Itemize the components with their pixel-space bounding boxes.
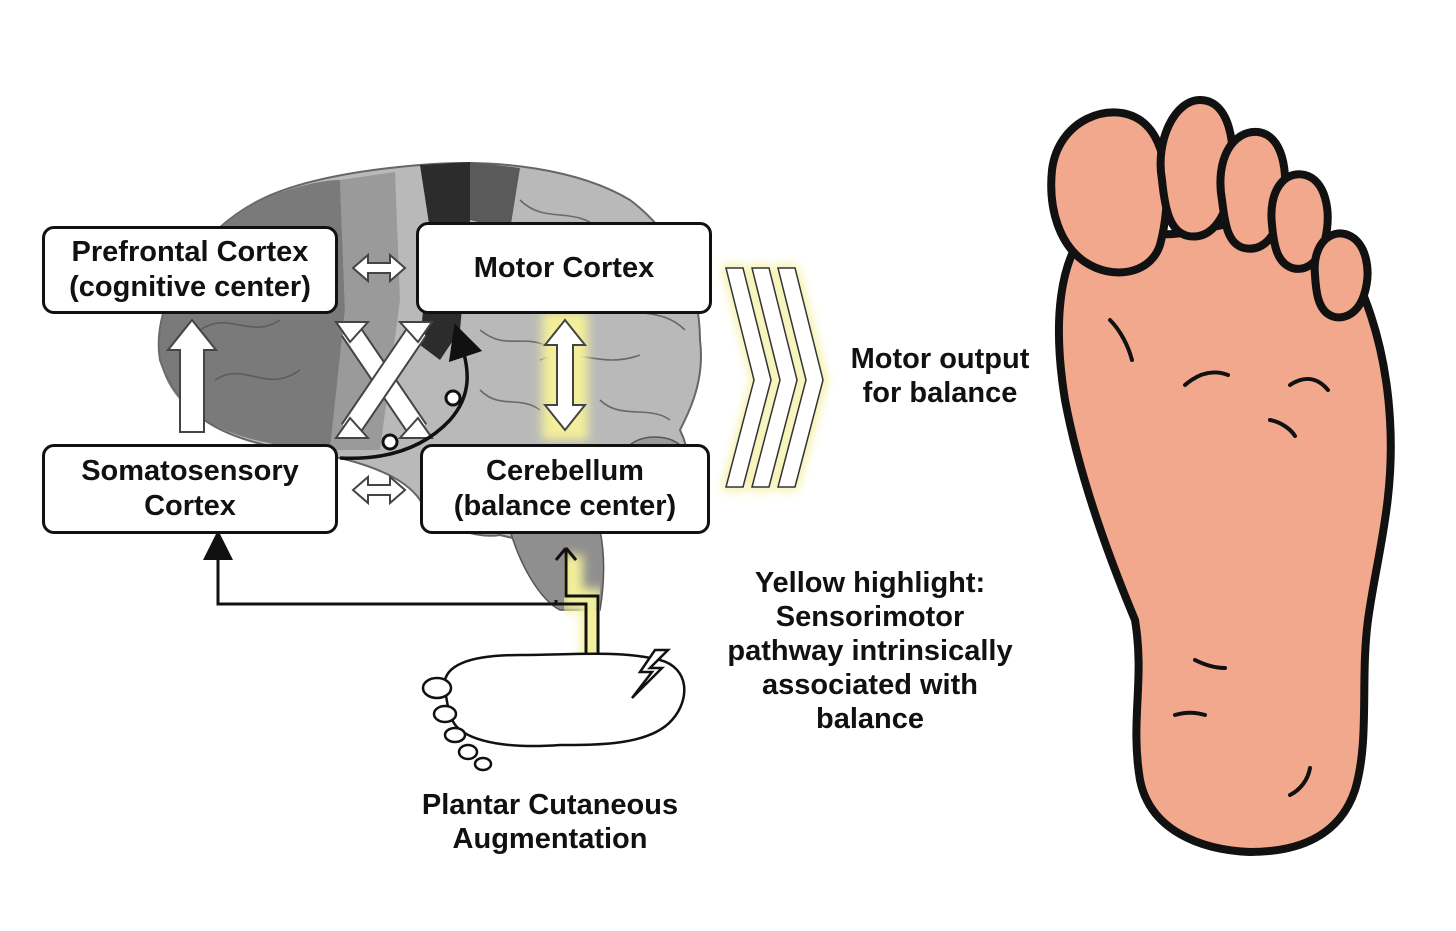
cerebellum-box: Cerebellum (balance center) <box>420 444 710 534</box>
foot-to-somatosensory-path <box>203 530 556 606</box>
cross-arrows <box>334 321 434 439</box>
cerebellum-label: Cerebellum <box>486 455 644 487</box>
caption-line-5: balance <box>816 703 924 735</box>
motor-output-line-1: Motor output <box>850 343 1030 375</box>
somato-to-prefrontal-arrow <box>165 318 219 433</box>
prefrontal-motor-double-arrow <box>351 252 407 284</box>
somatosensory-cortex-label: Somatosensory <box>81 455 299 487</box>
plantar-line-2: Augmentation <box>452 823 648 855</box>
somatosensory-cortex-sublabel: Cortex <box>144 490 236 522</box>
somatosensory-cortex-box: Somatosensory Cortex <box>42 444 338 534</box>
yellow-highlight-caption: Yellow highlight: Sensorimotor pathway i… <box>700 566 1040 736</box>
prefrontal-cortex-box: Prefrontal Cortex (cognitive center) <box>42 226 338 314</box>
motor-cerebellum-double-arrow <box>542 318 588 432</box>
motor-output-label: Motor output for balance <box>820 342 1060 410</box>
caption-line-4: associated with <box>762 669 978 701</box>
foot-toe-4 <box>1267 170 1332 273</box>
caption-line-2: Sensorimotor <box>775 601 965 633</box>
motor-cortex-box: Motor Cortex <box>416 222 712 314</box>
motor-output-line-2: for balance <box>862 377 1018 409</box>
somato-cerebellum-double-arrow <box>351 474 407 506</box>
cerebellum-sublabel: (balance center) <box>453 490 677 522</box>
foot-toe-5 <box>1310 229 1372 322</box>
caption-line-3: pathway intrinsically <box>727 635 1013 667</box>
plantar-line-1: Plantar Cutaneous <box>421 789 679 821</box>
motor-output-chevrons <box>722 265 827 490</box>
prefrontal-cortex-sublabel: (cognitive center) <box>69 271 311 303</box>
prefrontal-cortex-label: Prefrontal Cortex <box>71 236 309 268</box>
small-foot-icon <box>421 648 686 772</box>
curved-pathway-arrow <box>339 323 483 461</box>
lightning-icon <box>631 648 672 699</box>
foot-big-toe <box>1047 108 1171 277</box>
big-foot-illustration <box>1047 95 1395 856</box>
motor-cortex-label: Motor Cortex <box>473 251 655 284</box>
caption-line-1: Yellow highlight: <box>754 567 986 599</box>
foot-to-cerebellum-path <box>564 548 600 680</box>
plantar-augmentation-label: Plantar Cutaneous Augmentation <box>380 788 720 856</box>
